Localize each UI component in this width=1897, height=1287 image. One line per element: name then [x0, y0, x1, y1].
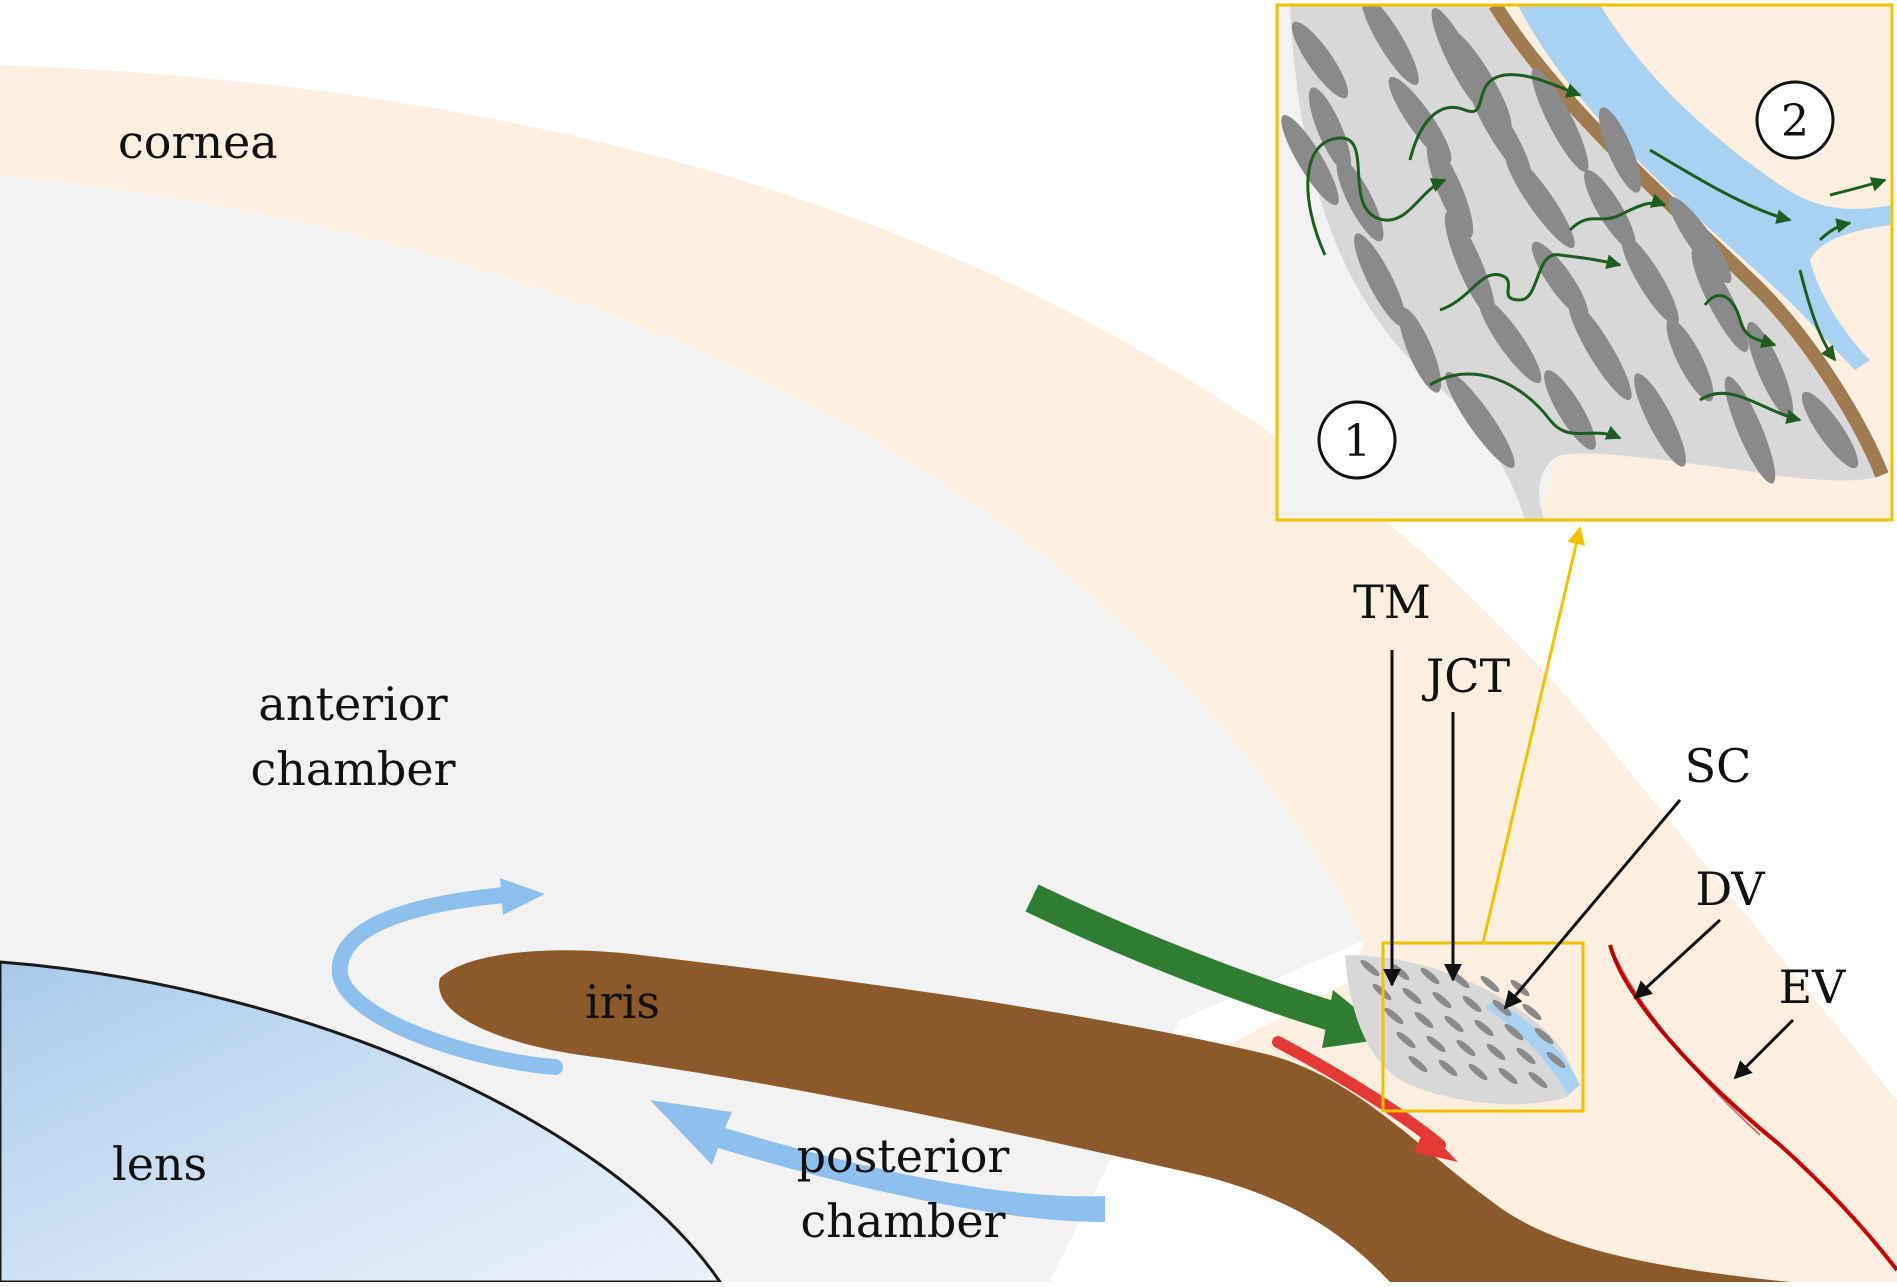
trabecular-beam: [1746, 321, 1794, 419]
trabecular-beam: [1505, 151, 1575, 249]
trabecular-beam: [1448, 29, 1512, 131]
trabecular-beam: [1445, 371, 1515, 469]
dv-pointer-line: [1633, 918, 1722, 1000]
trabecular-beam: [1498, 1067, 1518, 1085]
trabecular-beam: [1486, 1043, 1506, 1061]
trabecular-beam: [1408, 1055, 1428, 1073]
label-ev: EV: [1779, 960, 1847, 1014]
trabecular-beam: [1544, 370, 1596, 450]
trabecular-beam: [1668, 196, 1732, 284]
conventional-outflow-arrow: [1025, 884, 1350, 1035]
trabecular-beam: [1546, 1051, 1566, 1069]
trabecular-beam: [1621, 235, 1679, 325]
trabecular-beam: [1480, 975, 1500, 993]
trabecular-beam: [1504, 1023, 1524, 1041]
trabecular-beam: [1426, 1035, 1446, 1053]
trabecular-beam: [1308, 87, 1352, 173]
trabecular-beam: [1634, 373, 1686, 467]
inset-flow-lines: [1306, 73, 1887, 440]
trabecular-beam: [1414, 1011, 1434, 1029]
inset-marker-1-label: 1: [1343, 416, 1371, 467]
label-cornea: cornea: [118, 115, 278, 169]
trabecular-beam: [1478, 296, 1542, 384]
trabecular-beam: [1361, 5, 1419, 85]
sc-pointer-line: [1503, 799, 1682, 1010]
trabecular-beam: [1360, 959, 1380, 977]
label-tm: TM: [1353, 575, 1431, 629]
aqueous-flow-arrow-posterior: [650, 1100, 1105, 1222]
ev-pointer-line: [1733, 1018, 1795, 1080]
trabecular-beam: [1598, 107, 1642, 193]
inset-panel: 1 2: [1275, 3, 1894, 522]
aqueous-flow-arrowhead-pupil: [500, 878, 545, 915]
trabecular-beam: [1291, 21, 1349, 99]
trabecular-beam: [1398, 307, 1442, 393]
trabecular-beam: [1801, 391, 1859, 469]
inset-border: [1275, 3, 1894, 522]
label-lens: lens: [112, 1137, 207, 1191]
label-posterior-chamber-line2: chamber: [800, 1194, 1005, 1248]
trabecular-beam: [1522, 1003, 1542, 1021]
trabecular-beam: [1456, 1039, 1476, 1057]
trabecular-beam: [1462, 995, 1482, 1013]
label-anterior-chamber-line2: chamber: [250, 742, 455, 796]
label-jct: JCT: [1422, 649, 1511, 703]
aqueous-flow-arrow-pupil: [331, 887, 563, 1075]
trabecular-beam: [1432, 991, 1452, 1009]
trabecular-beam: [1354, 233, 1406, 327]
trabecular-beam: [1426, 141, 1474, 239]
anterior-chamber-region: [0, 175, 1365, 1282]
trabecular-beam: [1438, 1059, 1458, 1077]
trabecular-beam: [1444, 1015, 1464, 1033]
inset-marker-2-circle: [1755, 80, 1835, 160]
trabecular-beam: [1584, 170, 1636, 250]
uveoscleral-outflow-arrowhead: [1414, 1128, 1458, 1162]
label-anterior-chamber-line1: anterior: [258, 677, 447, 731]
trabecular-beam: [1402, 987, 1422, 1005]
label-dv: DV: [1695, 862, 1765, 916]
trabecular-beam: [1396, 1031, 1416, 1049]
trabecular-beam: [1474, 1019, 1494, 1037]
label-sc: SC: [1685, 739, 1752, 793]
trabecular-beam: [1568, 299, 1632, 401]
trabecular-beam: [1666, 318, 1714, 402]
iris: [439, 950, 1790, 1282]
inset-trabecular-beams: [1281, 5, 1859, 484]
episcleral-vein: [1611, 949, 1761, 1136]
trabecular-beam: [1336, 158, 1384, 242]
trabecular-beam: [1531, 68, 1589, 172]
inset-marker-2-label: 2: [1781, 96, 1809, 147]
inset-marker-1-circle: [1317, 400, 1397, 480]
trabecular-beam: [1534, 1027, 1554, 1045]
trabecular-beam: [1420, 967, 1440, 985]
label-posterior-chamber-line1: posterior: [797, 1129, 1010, 1183]
trabecular-beam: [1528, 1071, 1548, 1089]
trabecular-beam: [1384, 1007, 1404, 1025]
inset-pointer-line: [1481, 526, 1586, 944]
trabecular-beam: [1724, 376, 1776, 484]
trabecular-beam: [1444, 211, 1496, 319]
inset-endothelium: [1489, 5, 1889, 478]
trabecular-beam: [1388, 76, 1452, 164]
lens: [0, 960, 723, 1284]
trabecular-beam: [1468, 1063, 1488, 1081]
trabecular-beam: [1516, 1047, 1536, 1065]
trabecular-beam: [1492, 999, 1512, 1017]
label-iris: iris: [585, 975, 660, 1029]
inset-schlemm-canal: [1518, 5, 1892, 370]
trabecular-beam: [1691, 248, 1749, 352]
